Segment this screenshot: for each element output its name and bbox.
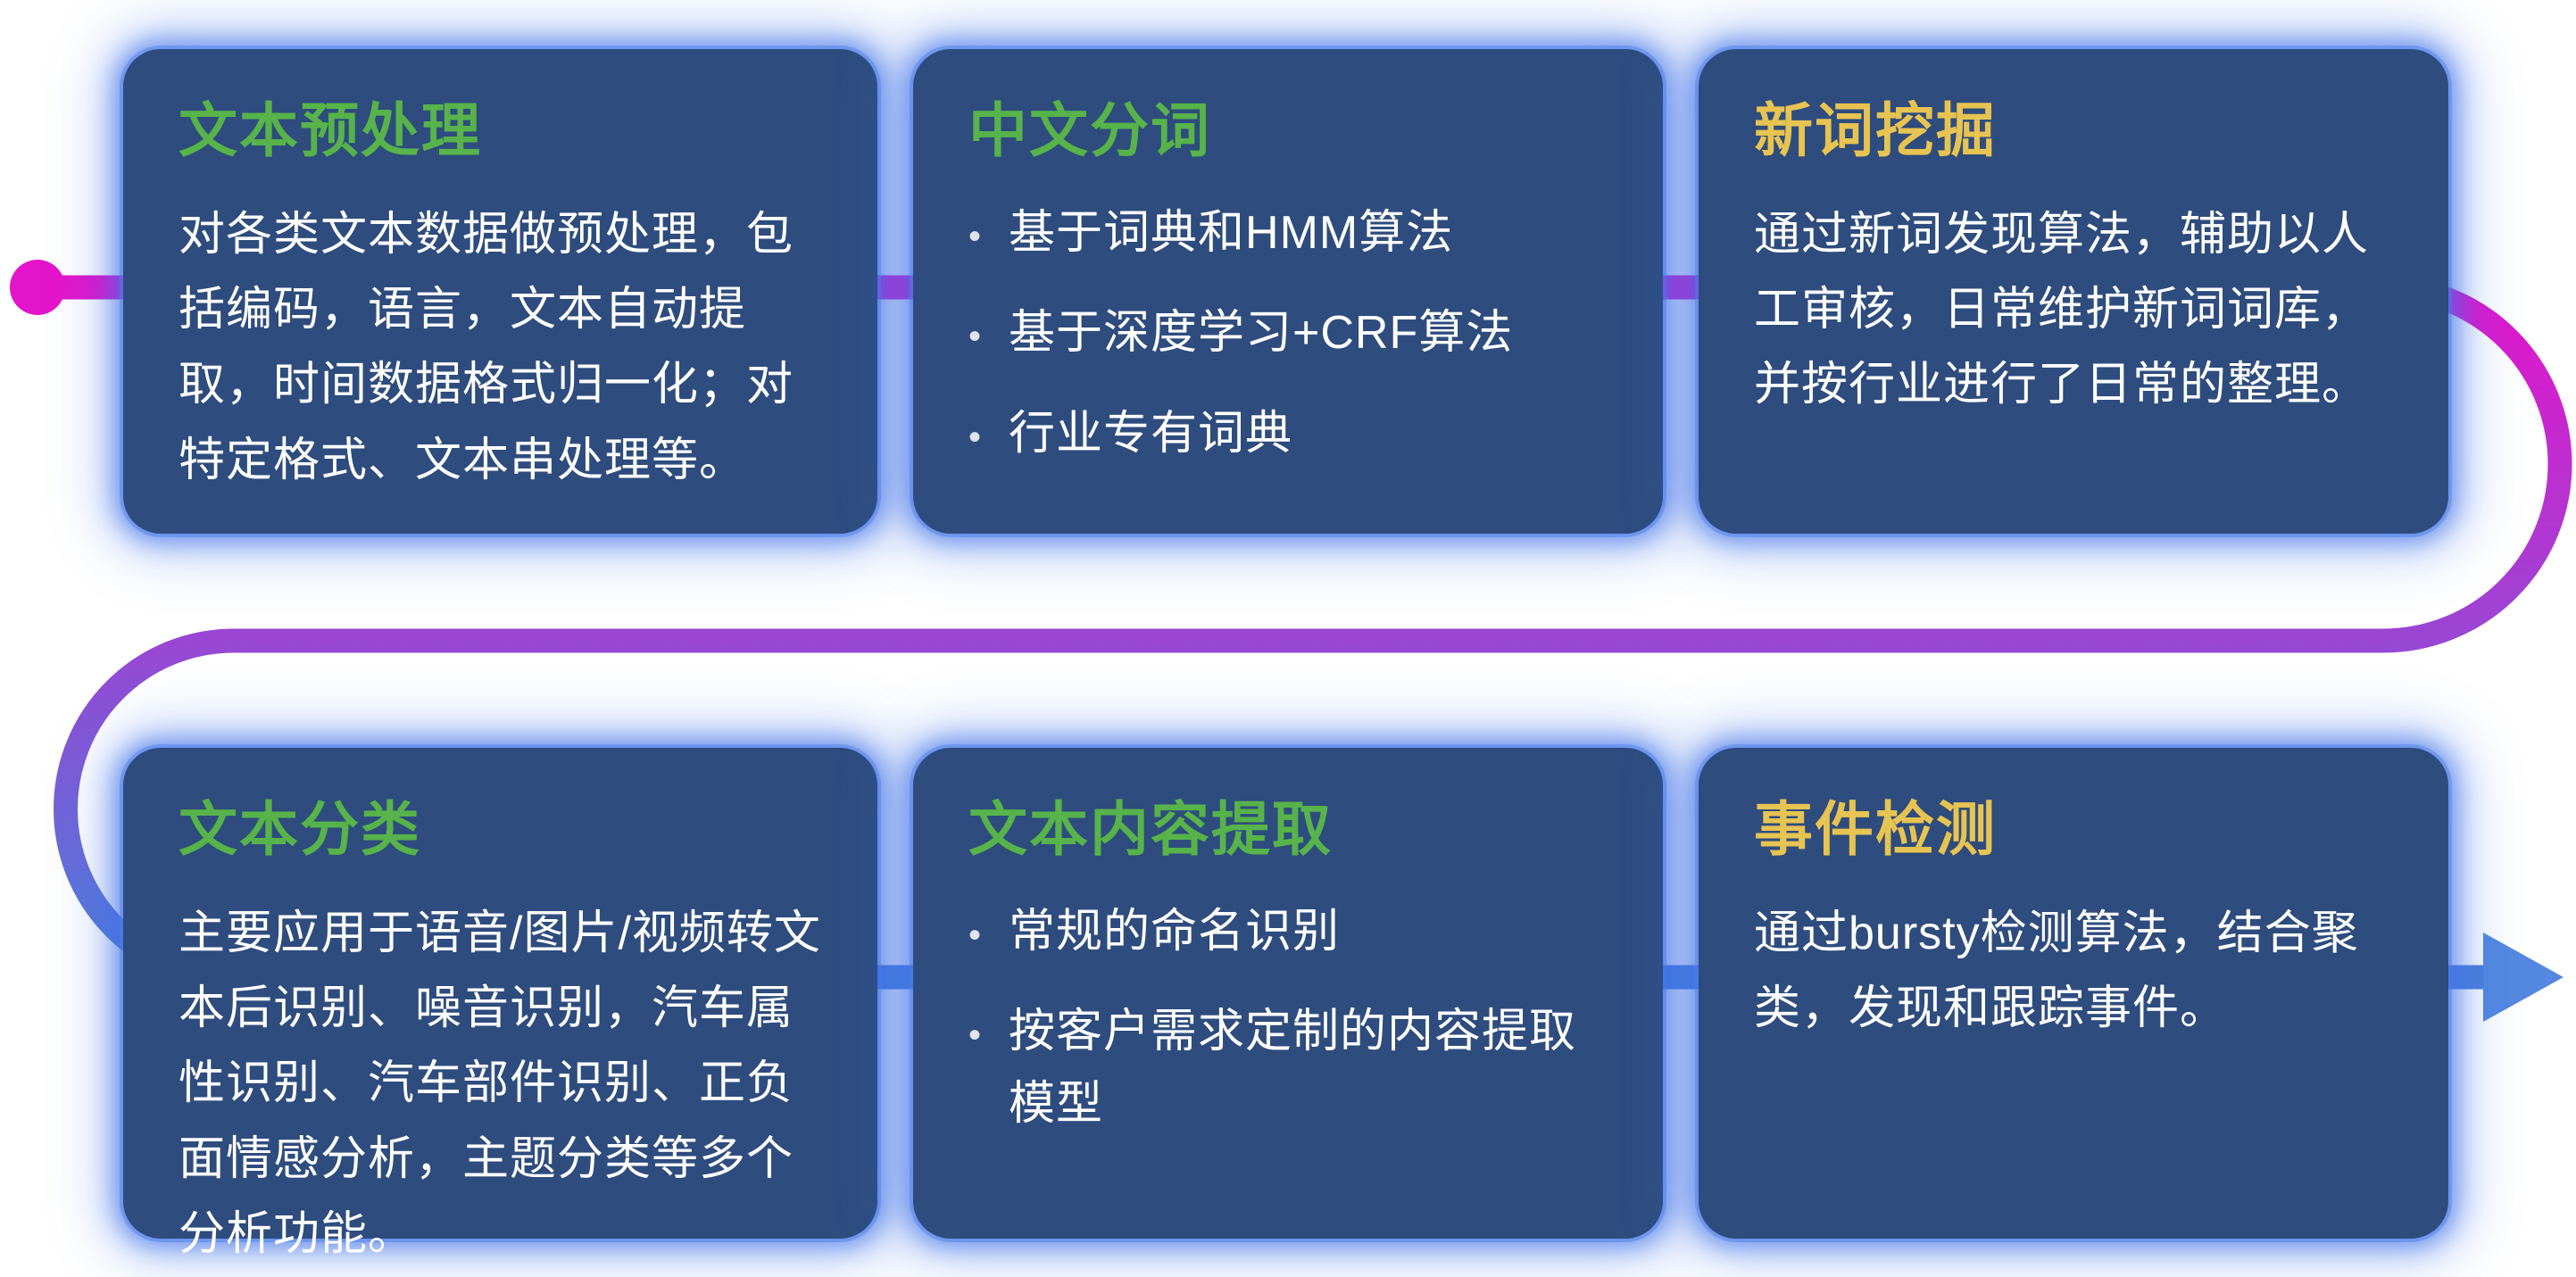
- bullet-list: • 基于词典和HMM算法 • 基于深度学习+CRF算法 • 行业专有词典: [968, 197, 1608, 470]
- bullet-icon: •: [968, 915, 983, 955]
- bullet-icon: •: [968, 418, 983, 458]
- arrow-right-icon: [2483, 933, 2564, 1022]
- card-title: 文本分类: [179, 796, 421, 862]
- card-paragraph: 对各类文本数据做预处理，包括编码，语言，文本自动提取，时间数据格式归一化；对特定…: [179, 208, 794, 486]
- list-item: • 基于深度学习+CRF算法: [968, 297, 1608, 369]
- card-text-classification: 文本分类 主要应用于语音/图片/视频转文本后识别、噪音识别，汽车属性识别、汽车部…: [123, 748, 877, 1260]
- list-item: • 常规的命名识别: [968, 896, 1608, 968]
- card-text-content-extraction: 文本内容提取 • 常规的命名识别 • 按客户需求定制的内容提取模型: [913, 748, 1663, 1239]
- card-paragraph: 通过新词发现算法，辅助以人工审核，日常维护新词词库，并按行业进行了日常的整理。: [1754, 208, 2370, 411]
- flow-path: [25, 275, 2572, 990]
- bullet-icon: •: [968, 317, 983, 357]
- bullet-list: • 常规的命名识别 • 按客户需求定制的内容提取模型: [968, 896, 1608, 1140]
- card-title: 事件检测: [1754, 796, 1997, 862]
- list-item: • 按客户需求定制的内容提取模型: [968, 996, 1608, 1140]
- card-title: 文本预处理: [179, 97, 482, 163]
- card-title: 中文分词: [968, 97, 1211, 163]
- card-new-word-mining: 新词挖掘 通过新词发现算法，辅助以人工审核，日常维护新词词库，并按行业进行了日常…: [1699, 49, 2448, 534]
- card-title: 文本内容提取: [968, 796, 1333, 862]
- list-item-text: 基于词典和HMM算法: [1009, 206, 1454, 259]
- flow-start-dot: [10, 260, 65, 315]
- list-item-text: 常规的命名识别: [1009, 905, 1341, 958]
- card-paragraph: 主要应用于语音/图片/视频转文本后识别、噪音识别，汽车属性识别、汽车部件识别、正…: [179, 907, 821, 1260]
- list-item-text: 行业专有词典: [1009, 408, 1293, 460]
- card-title: 新词挖掘: [1754, 97, 1997, 163]
- bullet-icon: •: [968, 1016, 983, 1056]
- card-chinese-word-segmentation: 中文分词 • 基于词典和HMM算法 • 基于深度学习+CRF算法 • 行业专有词…: [913, 49, 1663, 534]
- card-paragraph: 通过bursty检测算法，结合聚类，发现和跟踪事件。: [1754, 907, 2359, 1035]
- list-item-text: 按客户需求定制的内容提取模型: [1009, 1006, 1577, 1131]
- list-item: • 行业专有词典: [968, 398, 1608, 470]
- card-text-preprocessing: 文本预处理 对各类文本数据做预处理，包括编码，语言，文本自动提取，时间数据格式归…: [123, 49, 877, 534]
- bullet-icon: •: [968, 216, 983, 256]
- card-event-detection: 事件检测 通过bursty检测算法，结合聚类，发现和跟踪事件。: [1699, 748, 2448, 1239]
- list-item: • 基于词典和HMM算法: [968, 197, 1608, 269]
- list-item-text: 基于深度学习+CRF算法: [1009, 307, 1514, 360]
